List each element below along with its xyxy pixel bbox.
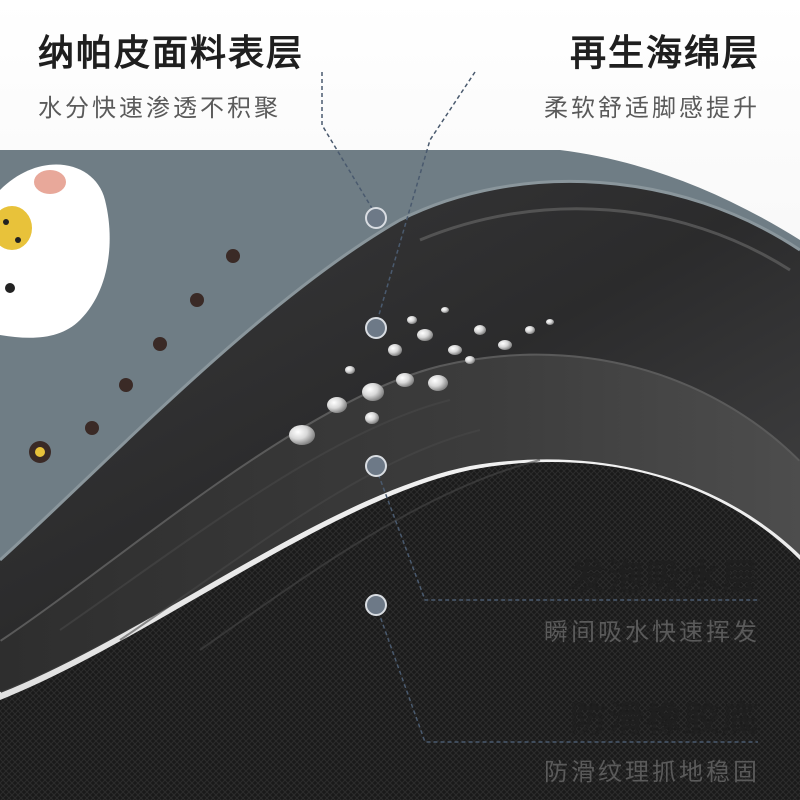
layer-sponge-subtitle: 柔软舒适脚感提升 xyxy=(544,94,760,122)
foam-texture xyxy=(59,399,541,651)
connector-surface xyxy=(321,72,377,216)
sponge-highlight xyxy=(419,207,791,272)
layer-foam-title: 发泡吸水层 xyxy=(569,557,760,598)
connector-foam xyxy=(375,467,758,601)
connector-lines xyxy=(321,71,758,743)
layer-surface-title: 纳帕皮面料表层 xyxy=(38,33,305,74)
layer-surface-subtitle: 水分快速渗透不积聚 xyxy=(38,94,281,122)
marker-surface xyxy=(365,207,387,229)
decorative-dots xyxy=(29,249,240,463)
surface-layer xyxy=(0,150,800,560)
surface-edge xyxy=(0,179,800,562)
cartoon-chick-graphic xyxy=(0,164,110,338)
marker-sponge xyxy=(365,317,387,339)
layer-sponge-title: 再生海绵层 xyxy=(569,33,760,74)
layer-foam-subtitle: 瞬间吸水快速挥发 xyxy=(544,618,760,646)
sponge-layer xyxy=(0,181,800,640)
foam-layer xyxy=(0,353,800,692)
separator-line xyxy=(0,351,800,642)
water-droplets xyxy=(289,307,554,445)
layer-markers xyxy=(365,207,387,616)
layer-rubber-subtitle: 防滑纹理抓地稳固 xyxy=(544,758,760,786)
connector-sponge xyxy=(375,71,476,326)
connector-rubber xyxy=(375,604,758,743)
rubber-layer xyxy=(0,462,800,800)
layer-rubber-title: 防滑橡胶底 xyxy=(569,699,760,740)
marker-foam xyxy=(365,455,387,477)
marker-rubber xyxy=(365,594,387,616)
